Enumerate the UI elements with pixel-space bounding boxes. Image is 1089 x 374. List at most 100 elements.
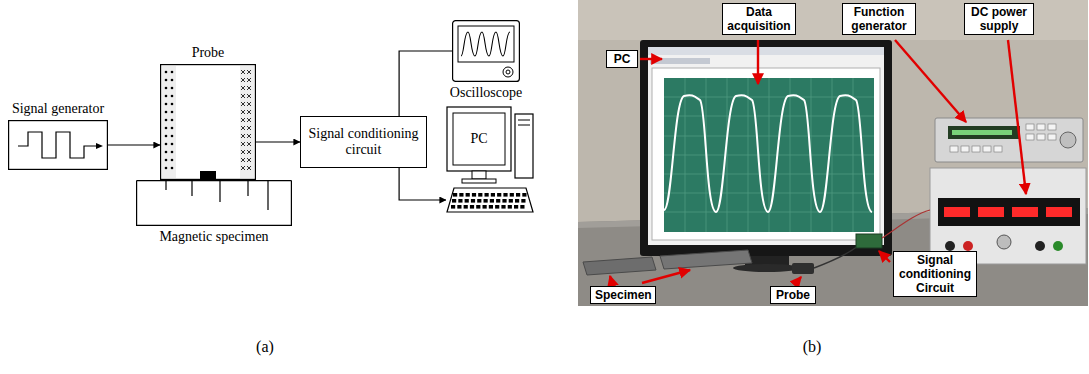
path-part (241, 134, 245, 138)
circle-part (1053, 241, 1063, 251)
block-label: Probe (192, 45, 225, 61)
probe-wire (814, 246, 858, 268)
circle-part (165, 159, 168, 162)
circuit-board (856, 234, 882, 248)
rect-part (515, 114, 533, 178)
rect-part (510, 193, 514, 197)
rect-part (453, 113, 505, 165)
probe-photo (792, 263, 814, 274)
rect-part (200, 171, 216, 179)
block-label: Magnetic specimen (159, 229, 268, 245)
window-bar (648, 47, 884, 55)
block-label: Oscilloscope (450, 85, 522, 101)
rect-part (495, 205, 499, 209)
pc-block: PC (446, 106, 534, 214)
specimen-block: Magnetic specimen (136, 180, 292, 226)
callout-box: Probe (770, 286, 816, 304)
rect-part (490, 199, 494, 203)
rect-part (496, 199, 500, 203)
photo-wall (578, 0, 1088, 306)
rect-part (477, 199, 481, 203)
rect-part (478, 193, 482, 197)
rect-part (470, 205, 474, 209)
signal-connector (108, 144, 160, 145)
siggen-symbol (8, 120, 108, 170)
rect-part (502, 199, 506, 203)
rect-part (944, 207, 970, 217)
circle-part (171, 71, 174, 74)
panel-label: (a) (256, 338, 274, 356)
ps-display-panel (938, 198, 1080, 226)
line-part (879, 251, 890, 262)
line-part (664, 136, 874, 137)
probe-block: Probe (160, 64, 256, 180)
leader-arrows (610, 40, 1026, 283)
rect-part (466, 193, 470, 197)
rect-part (1048, 124, 1056, 130)
circle-part (165, 87, 168, 90)
path-part (247, 78, 251, 82)
circle-part (165, 71, 168, 74)
path-part (241, 158, 245, 162)
pc-symbol (446, 106, 534, 214)
circle-part (171, 87, 174, 90)
path-part (241, 110, 245, 114)
specimen-symbol (136, 180, 292, 226)
rect-part (983, 146, 991, 152)
circle-part (171, 103, 174, 106)
rect-part (503, 193, 507, 197)
generator-block: Signal generator (8, 120, 108, 170)
block-label: Signal generator (12, 101, 104, 117)
circle-part (165, 127, 168, 130)
callout-box: Specimen (590, 286, 656, 304)
circle-part (165, 119, 168, 122)
callout-box: DC power supply (964, 3, 1034, 35)
rect-part (950, 146, 958, 152)
path-part (137, 181, 292, 226)
rect-part (509, 199, 513, 203)
rect-part (240, 66, 254, 178)
power-supply-body (930, 168, 1086, 264)
circle-part (1035, 241, 1045, 251)
path-part (247, 118, 251, 122)
rect-part (508, 205, 512, 209)
path-part (247, 134, 251, 138)
rect-part (457, 205, 461, 209)
circle-part (165, 111, 168, 114)
circle-part (171, 151, 174, 154)
circle-part (171, 135, 174, 138)
rect-part (1046, 207, 1072, 217)
function-generator-body (935, 118, 1083, 162)
line-part (640, 58, 662, 60)
path-part (247, 142, 251, 146)
rect-part (471, 199, 475, 203)
line-part (664, 193, 874, 194)
path-part (241, 142, 245, 146)
callout-box: Function generator (842, 3, 916, 35)
circle-part (506, 70, 510, 74)
rect-part (1026, 134, 1034, 140)
rect-part (452, 199, 456, 203)
ps-digits (944, 207, 1072, 217)
probe-symbol (160, 64, 256, 180)
fg-knob (1060, 132, 1076, 148)
plot-area (664, 78, 874, 232)
path-part (241, 94, 245, 98)
panel-label: (b) (803, 338, 822, 356)
rect-part (994, 146, 1002, 152)
circle-part (165, 135, 168, 138)
path-part (247, 158, 251, 162)
rect-part (501, 205, 505, 209)
fg-digits (952, 130, 1012, 135)
rect-part (453, 193, 457, 197)
circle-part (165, 151, 168, 154)
rect-part (1037, 134, 1045, 140)
path-part (241, 150, 245, 154)
rect-part (489, 205, 493, 209)
path-part (241, 70, 245, 74)
rect-part (520, 205, 524, 209)
callout-label: Data acquisition (727, 5, 791, 33)
circle-part (171, 95, 174, 98)
